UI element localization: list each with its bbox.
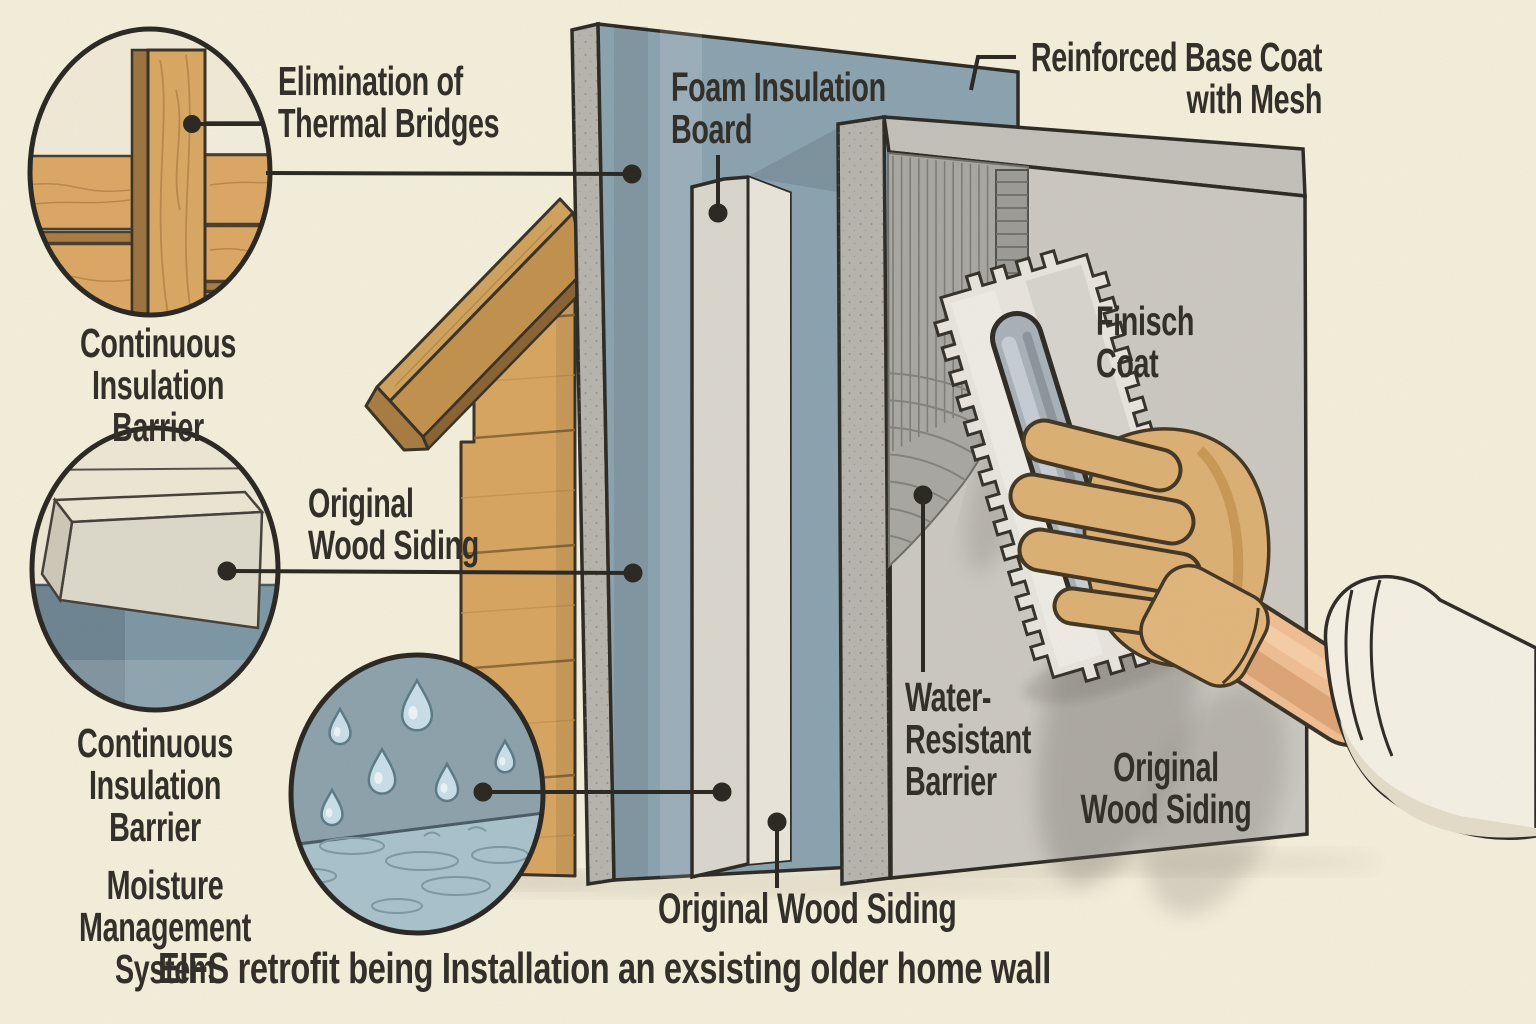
label-foam-insulation-board: Foam Insulation Board xyxy=(671,64,886,152)
label-moisture-management: Moisture Management System xyxy=(79,862,251,992)
label-continuous-insulation-2: Continuous Insulation Barrier xyxy=(77,720,233,850)
label-reinforced-base-coat: Reinforced Base Coat with Mesh xyxy=(1030,34,1323,122)
label-original-wood-siding-right: Original Wood Siding xyxy=(1080,744,1252,832)
label-original-wood-siding-left: Original Wood Siding xyxy=(308,480,479,568)
label-water-resistant-barrier: Water- Resistant Barrier xyxy=(905,674,1032,804)
caption: EIFS retrofit being Installation an exsi… xyxy=(158,944,1051,993)
label-finish-coat: Finisch Coat xyxy=(1096,298,1195,386)
label-elimination-thermal-bridges: Elimination of Thermal Bridges xyxy=(278,58,500,146)
label-original-wood-siding-bottom: Original Wood Siding xyxy=(658,885,957,933)
label-continuous-insulation-1: Continuous Insulation Barrier xyxy=(80,320,236,450)
